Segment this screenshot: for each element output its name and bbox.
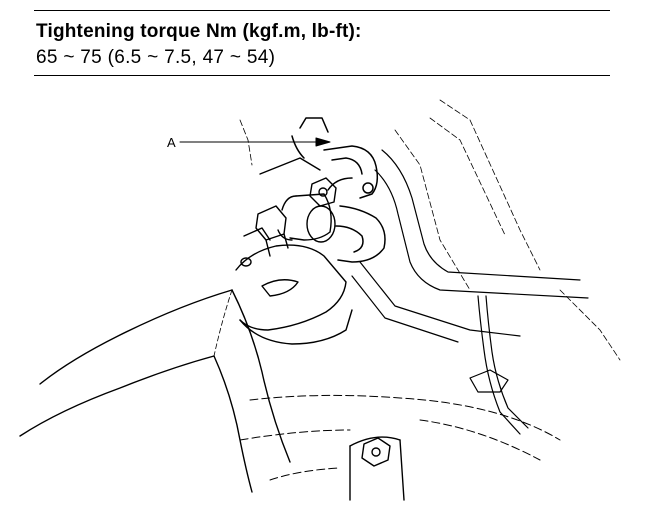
lower-bolt: [349, 436, 405, 501]
callout-arrow: [179, 137, 331, 147]
clamp-nut: [309, 177, 337, 207]
hanger-clamp: [291, 117, 386, 263]
mount-bracket: [235, 227, 353, 345]
insulator-cylinder: [259, 157, 336, 243]
apron-panel: [351, 149, 589, 343]
floor-contour: [239, 394, 561, 481]
mount-bolt-illustration: A: [19, 99, 621, 501]
housing-body: [19, 289, 291, 493]
upper-bolt: [255, 205, 289, 257]
callout-label-a: A: [167, 135, 176, 150]
body-panel-outline: [239, 99, 621, 361]
cable-line: [469, 295, 529, 435]
torque-spec-title: Tightening torque Nm (kgf.m, lb-ft):: [36, 21, 362, 42]
torque-spec-box: Tightening torque Nm (kgf.m, lb-ft): 65 …: [34, 10, 610, 76]
torque-spec-value: 65 ~ 75 (6.5 ~ 7.5, 47 ~ 54): [36, 47, 276, 68]
